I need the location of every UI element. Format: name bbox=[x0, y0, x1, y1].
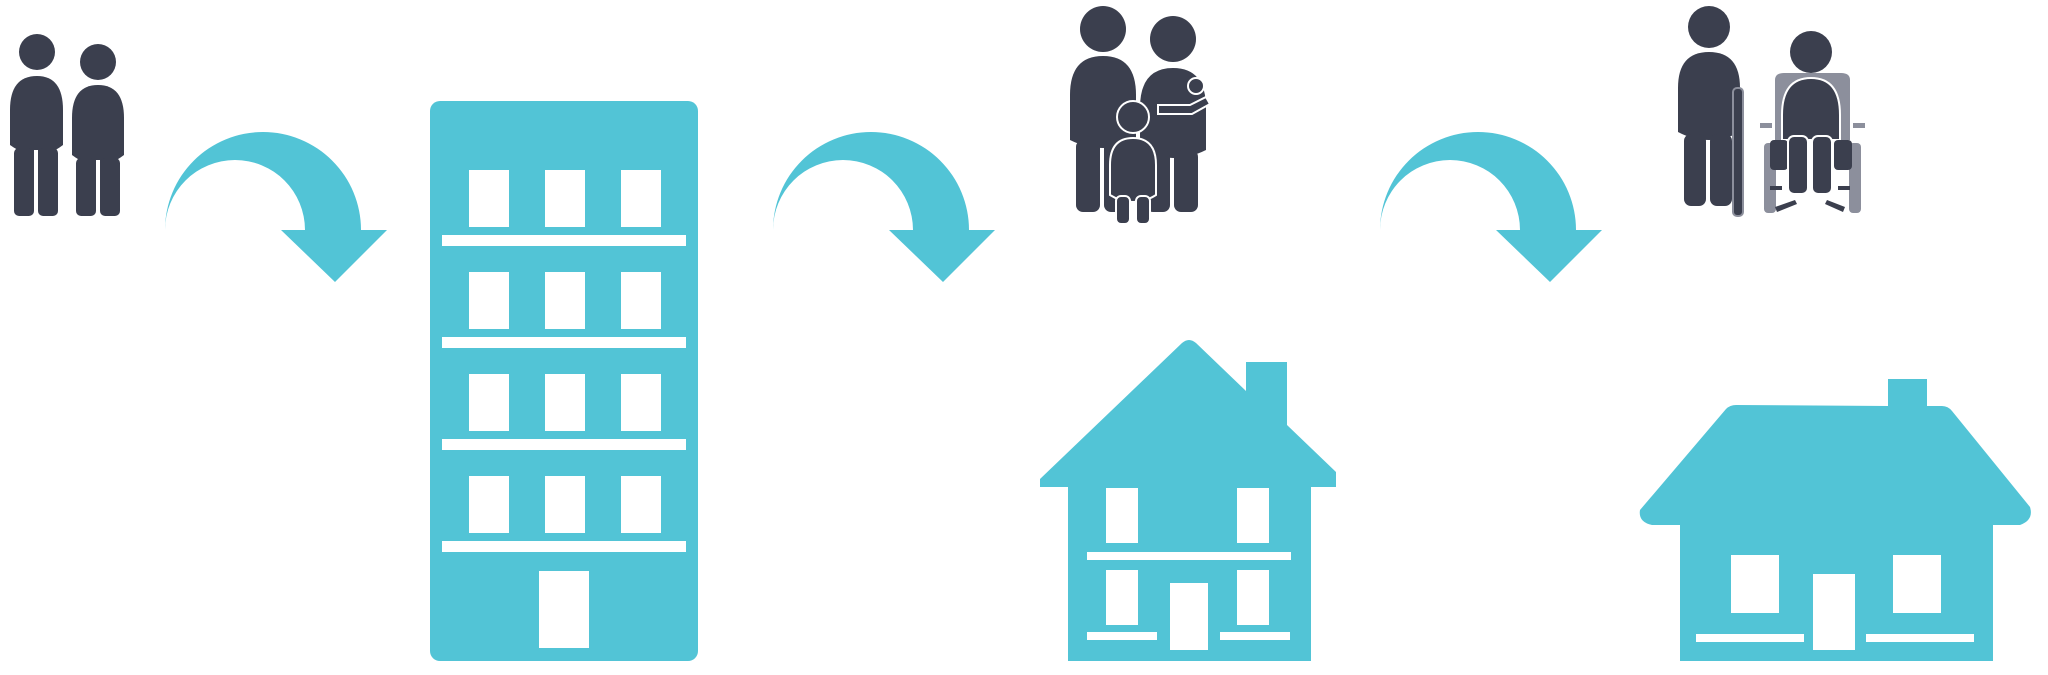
balcony bbox=[442, 235, 686, 246]
window bbox=[545, 374, 585, 431]
balcony bbox=[442, 337, 686, 348]
person-icon bbox=[72, 44, 124, 218]
young-couple-icon bbox=[10, 34, 124, 218]
window bbox=[621, 170, 661, 227]
window bbox=[469, 272, 509, 329]
house-icon bbox=[1040, 340, 1336, 661]
apartment-building-icon bbox=[430, 101, 698, 661]
curved-arrow-icon bbox=[165, 132, 387, 282]
balcony bbox=[442, 541, 686, 552]
window bbox=[621, 476, 661, 533]
elderly-couple-wheelchair-icon bbox=[1678, 6, 1865, 217]
family-with-children-icon bbox=[1070, 6, 1212, 225]
window bbox=[545, 272, 585, 329]
window bbox=[469, 170, 509, 227]
balcony bbox=[442, 439, 686, 450]
window bbox=[621, 272, 661, 329]
window bbox=[621, 374, 661, 431]
bungalow-icon bbox=[1639, 379, 2031, 661]
person-icon bbox=[10, 34, 63, 218]
door bbox=[539, 571, 589, 648]
curved-arrow-icon bbox=[773, 132, 995, 282]
window bbox=[545, 170, 585, 227]
window bbox=[545, 476, 585, 533]
window bbox=[469, 476, 509, 533]
window bbox=[469, 374, 509, 431]
curved-arrow-icon bbox=[1380, 132, 1602, 282]
